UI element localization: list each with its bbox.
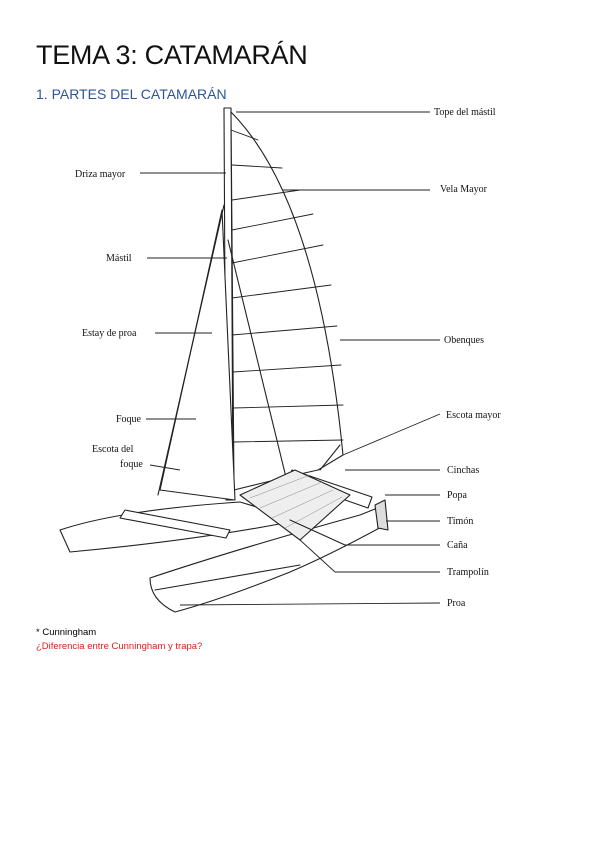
label-escota-foque: Escota del (92, 444, 134, 455)
main-sheet-line (319, 444, 341, 471)
sail-battens (230, 129, 344, 443)
label-mastil: Mástil (106, 253, 132, 264)
label-trampolin: Trampolín (447, 567, 489, 578)
label-foque: Foque (116, 414, 142, 425)
label-cinchas: Cinchas (447, 465, 479, 476)
section-heading: 1. PARTES DEL CATAMARÁN (36, 86, 227, 102)
label-vela-mayor: Vela Mayor (440, 184, 488, 195)
rudder-drawing (374, 499, 389, 531)
trampoline-drawing (239, 469, 351, 541)
cunningham-question: ¿Diferencia entre Cunningham y trapa? (36, 641, 203, 652)
label-escota-foque-2: foque (120, 459, 143, 470)
label-driza-mayor: Driza mayor (75, 169, 126, 180)
catamaran-diagram: Tope del mástil Driza mayor Vela Mayor M… (59, 107, 501, 613)
front-beam-drawing (119, 509, 231, 539)
label-estay-proa: Estay de proa (82, 328, 137, 339)
cunningham-note: * Cunningham (36, 627, 97, 638)
forestay-line (157, 204, 225, 496)
page-title: TEMA 3: CATAMARÁN (36, 40, 308, 70)
right-hull-drawing (149, 504, 386, 613)
label-cana: Caña (447, 540, 468, 551)
jib-drawing (159, 209, 236, 501)
label-obenques: Obenques (444, 335, 484, 346)
label-proa: Proa (447, 598, 466, 609)
mainsail-drawing (230, 111, 344, 491)
label-tope-mastil: Tope del mástil (434, 107, 496, 118)
tiller-line (289, 519, 346, 546)
label-popa: Popa (447, 490, 468, 501)
label-timon: Timón (447, 516, 473, 527)
label-escota-mayor: Escota mayor (446, 410, 501, 421)
